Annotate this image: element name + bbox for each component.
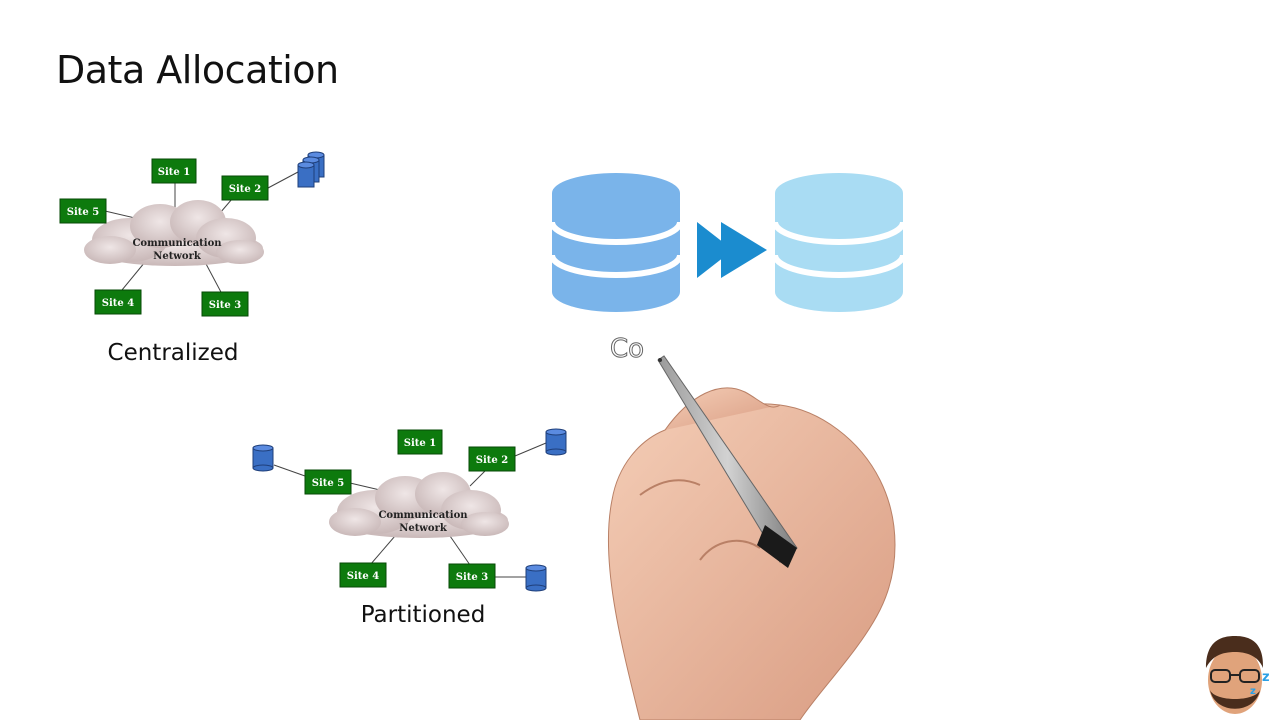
avatar: z z [1206,636,1270,714]
network-label-line2: Network [153,251,202,262]
site-box-2: Site 2 [221,175,269,201]
disk-stack-icon [297,151,325,188]
site-box-3: Site 3 [448,563,496,589]
page-title: Data Allocation [56,48,339,92]
network-label-line2: Network [399,523,448,534]
partitioned-diagram: Communication Network Site 1 Site 2 Site… [252,428,567,592]
partitioned-caption: Partitioned [360,602,486,628]
disk-icon [525,564,547,592]
site-box-1: Site 1 [151,158,197,184]
site-box-5: Site 5 [59,198,107,224]
centralized-diagram: Communication Network Site 1 Site 2 Site… [59,151,325,317]
site-label: Site 3 [209,300,241,311]
fast-forward-arrow-icon [697,222,767,278]
site-box-4: Site 4 [339,562,387,588]
site-label: Site 2 [229,184,261,195]
site-label: Site 5 [67,207,99,218]
partitioned-links [273,442,547,578]
site-box-1: Site 1 [397,429,443,455]
site-label: Site 5 [312,478,344,489]
site-label: Site 4 [102,298,134,309]
site-label: Site 1 [404,438,436,449]
network-cloud [329,472,509,538]
partial-caption: Co [610,334,644,364]
target-database-icon [772,173,906,312]
site-box-3: Site 3 [201,291,249,317]
network-label-line1: Communication [132,238,222,249]
network-cloud [84,200,264,266]
network-label-line1: Communication [378,510,468,521]
centralized-caption: Centralized [107,340,239,366]
disk-icon [252,444,274,472]
site-box-2: Site 2 [468,446,516,472]
centralized-links [104,171,299,295]
site-label: Site 2 [476,455,508,466]
source-database-icon [549,173,683,312]
site-label: Site 3 [456,572,488,583]
site-label: Site 1 [158,167,190,178]
site-label: Site 4 [347,571,379,582]
site-box-4: Site 4 [94,289,142,315]
drawing-hand-illustration [607,355,896,720]
disk-icon [545,428,567,456]
sleep-z-icon: z [1262,670,1270,685]
site-box-5: Site 5 [304,469,352,495]
sleep-z-icon: z [1250,686,1256,697]
